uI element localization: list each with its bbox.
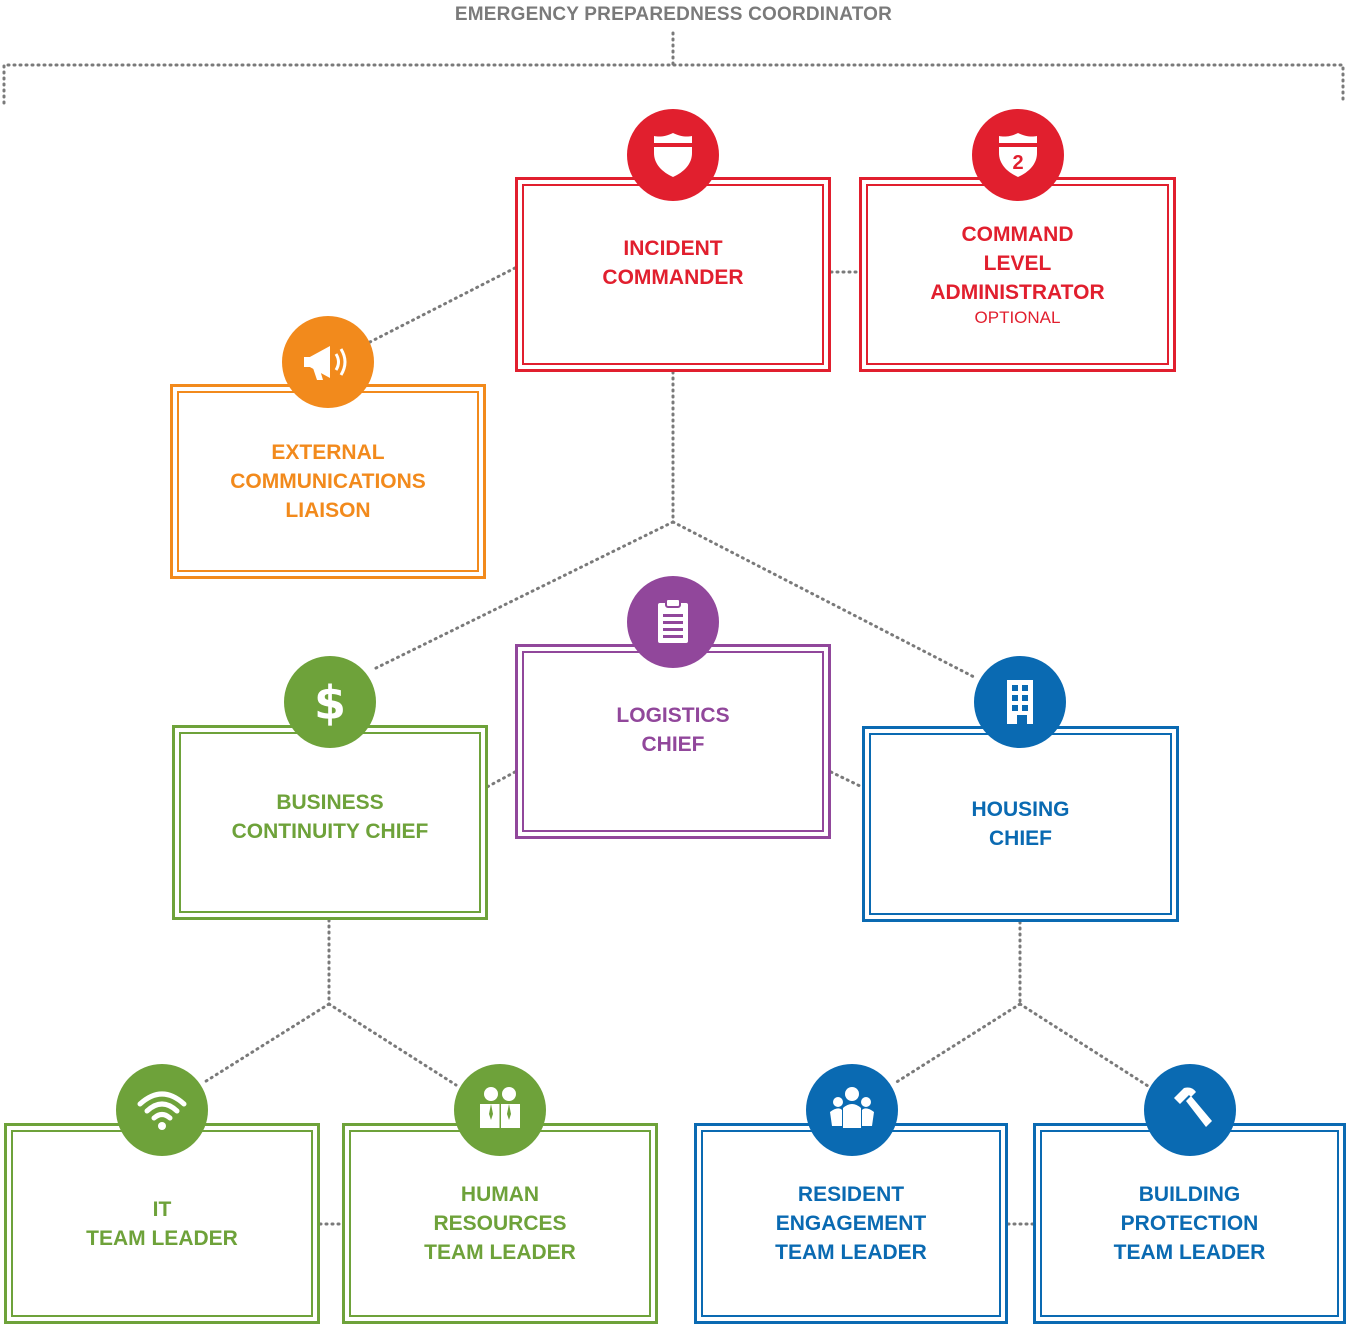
hr-team-leader-line-3: TEAM LEADER bbox=[424, 1241, 576, 1264]
connector-housing-resident bbox=[893, 1002, 1022, 1085]
liaison-line-3: LIAISON bbox=[285, 499, 371, 522]
external-communications-liaison-box[interactable]: EXTERNAL COMMUNICATIONS LIAISON bbox=[170, 384, 486, 579]
hr-team-leader-line-2: RESOURCES bbox=[433, 1212, 567, 1235]
megaphone-icon bbox=[282, 316, 374, 408]
resident-engagement-line-2: ENGAGEMENT bbox=[775, 1212, 927, 1235]
resident-engagement-line-3: TEAM LEADER bbox=[775, 1241, 927, 1264]
wifi-icon bbox=[116, 1064, 208, 1156]
coordinator-title: EMERGENCY PREPAREDNESS COORDINATOR bbox=[454, 4, 893, 25]
building-icon bbox=[974, 656, 1066, 748]
incident-commander-box[interactable]: INCIDENT COMMANDER bbox=[515, 177, 831, 372]
building-protection-line-3: TEAM LEADER bbox=[1113, 1241, 1266, 1264]
incident-commander-line-1: INCIDENT bbox=[623, 236, 723, 260]
connector-coordinator-bracket bbox=[2, 63, 1345, 105]
shield-badge-number: 2 bbox=[1012, 152, 1023, 174]
building-protection-line-1: BUILDING bbox=[1138, 1183, 1241, 1206]
it-team-leader-box[interactable]: IT TEAM LEADER bbox=[4, 1123, 320, 1324]
connector-business-hr bbox=[327, 1002, 458, 1087]
logistics-chief-box[interactable]: LOGISTICS CHIEF bbox=[515, 644, 831, 839]
connector-logistics-housing bbox=[829, 770, 864, 789]
shield-2-icon: 2 bbox=[972, 109, 1064, 201]
human-resources-team-leader-box[interactable]: HUMAN RESOURCES TEAM LEADER bbox=[342, 1123, 658, 1324]
connector-logistics-business bbox=[485, 770, 517, 789]
shield-icon bbox=[627, 109, 719, 201]
business-continuity-line-1: BUSINESS bbox=[276, 790, 384, 814]
group-icon bbox=[806, 1064, 898, 1156]
resident-engagement-line-1: RESIDENT bbox=[797, 1183, 905, 1206]
business-continuity-chief-box[interactable]: BUSINESS CONTINUITY CHIEF bbox=[172, 725, 488, 920]
resident-engagement-team-leader-box[interactable]: RESIDENT ENGAGEMENT TEAM LEADER bbox=[694, 1123, 1008, 1324]
command-level-administrator-box[interactable]: COMMAND LEVEL ADMINISTRATOR OPTIONAL bbox=[859, 177, 1176, 372]
connector-trunk-business bbox=[370, 520, 675, 672]
command-admin-line-1: COMMAND bbox=[961, 223, 1074, 246]
incident-commander-line-2: COMMANDER bbox=[602, 265, 744, 289]
liaison-line-1: EXTERNAL bbox=[271, 441, 385, 464]
connector-housing-building bbox=[1018, 1002, 1150, 1088]
dollar-icon: $ bbox=[284, 656, 376, 748]
command-admin-optional-note: OPTIONAL bbox=[974, 308, 1061, 327]
connector-commander-liaison bbox=[368, 266, 517, 344]
svg-text:$: $ bbox=[314, 676, 346, 730]
housing-chief-box[interactable]: HOUSING CHIEF bbox=[862, 726, 1179, 922]
liaison-line-2: COMMUNICATIONS bbox=[230, 470, 426, 493]
hammer-icon bbox=[1144, 1064, 1236, 1156]
it-team-leader-line-2: TEAM LEADER bbox=[86, 1226, 238, 1250]
connector-trunk-housing bbox=[671, 520, 978, 680]
command-admin-line-3: ADMINISTRATOR bbox=[930, 281, 1105, 304]
connector-business-it bbox=[201, 1002, 331, 1085]
people-icon bbox=[454, 1064, 546, 1156]
housing-chief-line-1: HOUSING bbox=[971, 798, 1070, 821]
it-team-leader-line-1: IT bbox=[152, 1197, 172, 1221]
clipboard-icon bbox=[627, 576, 719, 668]
logistics-chief-line-2: CHIEF bbox=[641, 732, 705, 756]
hr-team-leader-line-1: HUMAN bbox=[460, 1183, 540, 1206]
building-protection-line-2: PROTECTION bbox=[1120, 1212, 1259, 1235]
business-continuity-line-2: CONTINUITY CHIEF bbox=[231, 819, 429, 843]
logistics-chief-line-1: LOGISTICS bbox=[616, 703, 730, 727]
housing-chief-line-2: CHIEF bbox=[989, 827, 1052, 850]
command-admin-line-2: LEVEL bbox=[983, 252, 1052, 275]
